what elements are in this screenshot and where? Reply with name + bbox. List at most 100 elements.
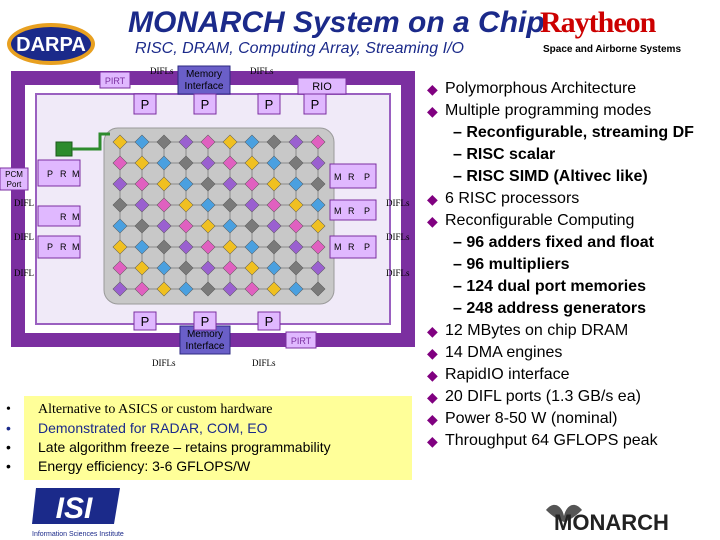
compute-node bbox=[112, 155, 128, 171]
page-title: MONARCH System on a Chip bbox=[128, 6, 545, 39]
feature-subitem: – 124 dual port memories bbox=[453, 278, 646, 295]
compute-node bbox=[222, 134, 238, 150]
side-label-r: R bbox=[348, 206, 355, 216]
compute-node bbox=[222, 155, 238, 171]
processor-label: P bbox=[201, 314, 210, 329]
chip-diagram: Memory Interface Memory Interface RIO PI… bbox=[0, 65, 415, 368]
compute-node bbox=[200, 281, 216, 297]
feature-subitem: – RISC scalar bbox=[453, 146, 556, 163]
pirt-block-bottom bbox=[285, 331, 317, 349]
compute-node bbox=[200, 239, 216, 255]
compute-node bbox=[310, 218, 326, 234]
isi-logo: ISI Information Sciences Institute bbox=[32, 488, 124, 538]
dram-block bbox=[55, 141, 73, 157]
feature-item: Reconfigurable Computing bbox=[425, 210, 720, 232]
butterfly-icon bbox=[546, 504, 582, 522]
processor-label: P bbox=[311, 97, 320, 112]
pirt-block-top bbox=[99, 71, 131, 89]
compute-node bbox=[178, 218, 194, 234]
compute-node bbox=[222, 197, 238, 213]
feature-subitem: – Reconfigurable, streaming DF bbox=[453, 124, 694, 141]
feature-list: Polymorphous ArchitectureMultiple progra… bbox=[425, 78, 720, 452]
compute-node bbox=[244, 155, 260, 171]
side-label-p: P bbox=[47, 242, 53, 252]
compute-node bbox=[200, 155, 216, 171]
difl-label: DIFLs bbox=[252, 358, 276, 368]
side-label-p: P bbox=[47, 169, 53, 179]
compute-node bbox=[178, 155, 194, 171]
compute-node bbox=[244, 281, 260, 297]
processor-label: P bbox=[201, 97, 210, 112]
pirt-label-top: PIRT bbox=[105, 76, 126, 86]
raytheon-subtitle: Space and Airborne Systems bbox=[543, 44, 682, 55]
compute-node bbox=[310, 155, 326, 171]
compute-node bbox=[266, 134, 282, 150]
compute-node bbox=[178, 176, 194, 192]
compute-node bbox=[112, 218, 128, 234]
compute-node bbox=[200, 197, 216, 213]
compute-node bbox=[156, 281, 172, 297]
compute-node bbox=[222, 176, 238, 192]
memory-interface-top-label-1: Memory bbox=[186, 69, 222, 80]
compute-node bbox=[112, 134, 128, 150]
compute-node bbox=[244, 176, 260, 192]
compute-node bbox=[266, 260, 282, 276]
prm-left: P R M R M P R M bbox=[37, 159, 81, 259]
difl-label: DIFL bbox=[14, 268, 34, 278]
summary-box: Alternative to ASICS or custom hardware … bbox=[6, 396, 412, 480]
memory-interface-top-label-2: Interface bbox=[185, 81, 224, 92]
processor-label: P bbox=[265, 314, 274, 329]
summary-item: Energy efficiency: 3-6 GFLOPS/W bbox=[6, 457, 412, 476]
compute-node bbox=[288, 197, 304, 213]
feature-item: 6 RISC processors bbox=[425, 188, 720, 210]
compute-node bbox=[156, 176, 172, 192]
side-label-p: P bbox=[364, 206, 370, 216]
compute-node bbox=[266, 155, 282, 171]
compute-node bbox=[156, 260, 172, 276]
difl-label: DIFL bbox=[14, 232, 34, 242]
dram-link bbox=[72, 132, 110, 151]
rio-label: RIO bbox=[312, 81, 332, 93]
processor-label: P bbox=[141, 314, 150, 329]
compute-node bbox=[310, 197, 326, 213]
summary-item: Alternative to ASICS or custom hardware bbox=[6, 400, 412, 419]
difl-label: DIFLs bbox=[150, 66, 174, 76]
compute-node bbox=[310, 239, 326, 255]
compute-node bbox=[310, 260, 326, 276]
compute-node bbox=[156, 134, 172, 150]
compute-node bbox=[288, 134, 304, 150]
difl-label: DIFL bbox=[14, 198, 34, 208]
side-label-r: R bbox=[60, 169, 67, 179]
processor-label: P bbox=[265, 97, 274, 112]
compute-node bbox=[244, 218, 260, 234]
compute-node bbox=[112, 176, 128, 192]
compute-node bbox=[134, 218, 150, 234]
compute-node bbox=[178, 239, 194, 255]
svg-text:DARPA: DARPA bbox=[16, 34, 86, 56]
summary-item: Demonstrated for RADAR, COM, EO bbox=[6, 419, 412, 438]
memory-interface-bottom-label-2: Interface bbox=[186, 341, 225, 352]
side-label-m: M bbox=[72, 169, 80, 179]
feature-item: 14 DMA engines bbox=[425, 342, 720, 364]
compute-node bbox=[134, 239, 150, 255]
side-label-r: R bbox=[348, 242, 355, 252]
side-label-r: R bbox=[60, 242, 67, 252]
compute-node bbox=[288, 218, 304, 234]
compute-node bbox=[266, 197, 282, 213]
side-label-m: M bbox=[334, 206, 342, 216]
compute-node bbox=[266, 176, 282, 192]
compute-node bbox=[134, 155, 150, 171]
feature-item: Polymorphous Architecture bbox=[425, 78, 720, 100]
compute-node bbox=[156, 155, 172, 171]
svg-text:Information Sciences Institute: Information Sciences Institute bbox=[32, 531, 124, 538]
compute-node bbox=[244, 260, 260, 276]
compute-node bbox=[288, 260, 304, 276]
side-label-r: R bbox=[348, 172, 355, 182]
compute-node bbox=[134, 134, 150, 150]
memory-interface-top bbox=[177, 65, 231, 95]
compute-node bbox=[288, 176, 304, 192]
feature-item: Multiple programming modes bbox=[425, 100, 720, 122]
memory-interface-bottom bbox=[179, 325, 231, 355]
pcm-port bbox=[0, 167, 29, 191]
feature-item: Throughput 64 GFLOPS peak bbox=[425, 430, 720, 452]
